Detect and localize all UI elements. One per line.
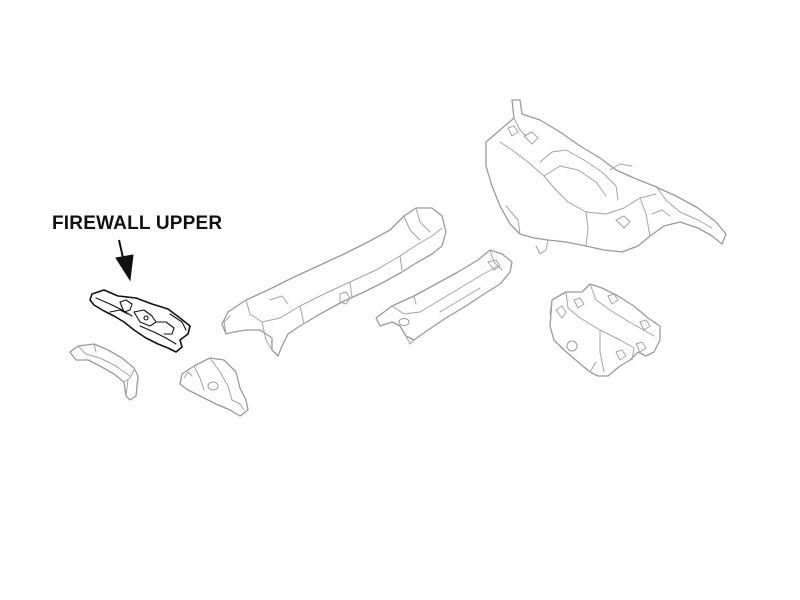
part-firewall-upper[interactable] <box>89 289 191 353</box>
callout-arrow <box>115 239 134 282</box>
part-small-center-bracket[interactable] <box>179 357 249 417</box>
part-rear-crossmember-frame[interactable] <box>485 99 727 255</box>
part-box-mount-bracket[interactable] <box>549 283 661 377</box>
part-narrow-reinforcement-rail[interactable] <box>375 249 513 345</box>
part-small-left-bracket[interactable] <box>69 343 139 401</box>
part-long-cowl-panel[interactable] <box>221 207 447 357</box>
callout-label-firewall-upper: FIREWALL UPPER <box>52 213 223 234</box>
